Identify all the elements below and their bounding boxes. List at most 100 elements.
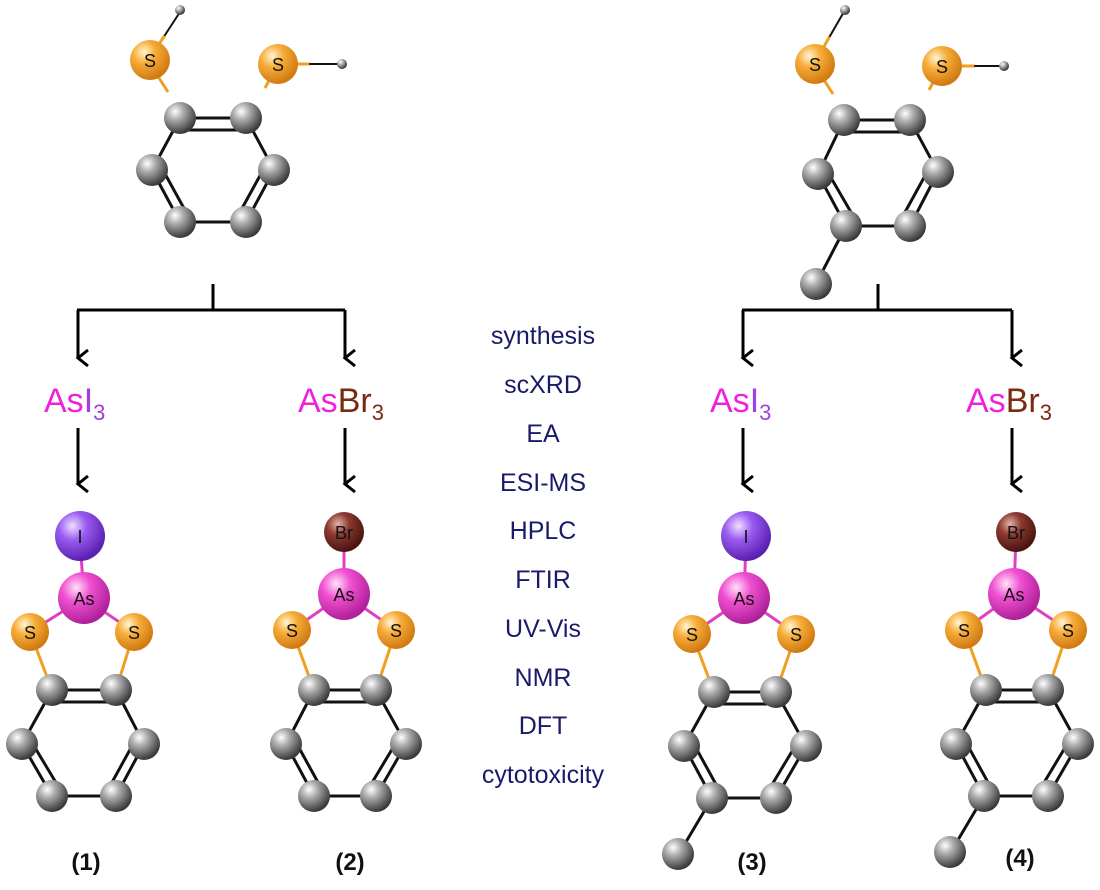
arsenic-atom <box>988 568 1040 620</box>
method-item: HPLC <box>510 517 577 545</box>
iodine-atom <box>721 511 771 561</box>
sulfur-atom-label: S <box>128 623 140 643</box>
ligand-toluenedithiol: S S <box>795 5 1009 300</box>
sulfur-atom-label: S <box>1062 621 1074 641</box>
carbon-atom <box>36 674 68 706</box>
sulfur-atom <box>115 613 153 651</box>
carbon-atom <box>258 154 290 186</box>
sulfur-atom <box>945 611 983 649</box>
sulfur-atom <box>377 611 415 649</box>
sulfur-atom <box>673 615 711 653</box>
carbon-atom <box>6 728 38 760</box>
sulfur-atom-label: S <box>686 625 698 645</box>
reagent-asbr3-2: AsBr3 <box>298 382 384 425</box>
compound-number-2: (2) <box>335 849 364 876</box>
sulfur-atom <box>1049 611 1087 649</box>
carbon-atom <box>760 676 792 708</box>
method-item: DFT <box>519 712 568 740</box>
carbon-atom <box>830 210 862 242</box>
iodine-atom-label: I <box>743 527 748 547</box>
carbon-atom <box>270 728 302 760</box>
compound-number-4: (4) <box>1005 845 1034 872</box>
carbon-atom <box>100 674 132 706</box>
reagent-asi3-3: AsI3 <box>710 382 771 425</box>
method-item: scXRD <box>504 371 582 399</box>
arsenic-atom-label: As <box>733 589 754 609</box>
reagent-asbr3-4: AsBr3 <box>966 382 1052 425</box>
ligand-benzenedithiol: S S <box>130 5 347 238</box>
methyl-carbon-atom <box>662 838 694 870</box>
carbon-atom <box>1062 728 1094 760</box>
product-1: I As S S <box>6 511 160 812</box>
product-2: Br As S S <box>270 512 422 812</box>
sulfur-atom-label: S <box>144 51 156 71</box>
bromine-atom-label: Br <box>1007 523 1025 543</box>
carbon-atom <box>828 104 860 136</box>
carbon-atom <box>390 728 422 760</box>
carbon-atom <box>970 674 1002 706</box>
carbon-atom <box>760 782 792 814</box>
methods-list: synthesis scXRD EA ESI-MS HPLC FTIR UV-V… <box>482 322 605 789</box>
arsenic-atom-label: As <box>73 589 94 609</box>
method-item: cytotoxicity <box>482 761 605 789</box>
bromine-atom <box>324 512 364 552</box>
arsenic-atom <box>318 568 370 620</box>
carbon-atom <box>164 102 196 134</box>
hydrogen-atom <box>175 5 185 15</box>
arsenic-atom <box>718 572 770 624</box>
carbon-atom <box>100 780 132 812</box>
hydrogen-atom <box>337 59 347 69</box>
carbon-atom <box>128 728 160 760</box>
method-item: EA <box>526 420 560 448</box>
hydrogen-atom <box>999 61 1009 71</box>
compound-number-1: (1) <box>71 849 100 876</box>
carbon-atom <box>360 674 392 706</box>
product-3: I As S S <box>662 511 822 870</box>
methyl-carbon-atom <box>800 268 832 300</box>
carbon-atom <box>698 676 730 708</box>
sulfur-atom-label: S <box>24 623 36 643</box>
sulfur-atom-label: S <box>790 625 802 645</box>
carbon-atom <box>894 104 926 136</box>
hydrogen-atom <box>840 5 850 15</box>
carbon-atom <box>940 728 972 760</box>
sulfur-atom <box>795 44 835 84</box>
sulfur-atom-label: S <box>936 57 948 77</box>
flow-arrows <box>75 284 1023 494</box>
carbon-atom <box>894 210 926 242</box>
sulfur-atom <box>258 44 298 84</box>
product-4: Br As S S <box>934 512 1094 868</box>
sulfur-atom <box>273 611 311 649</box>
method-item: ESI-MS <box>500 469 586 497</box>
method-item: NMR <box>515 664 572 692</box>
iodine-atom <box>55 511 105 561</box>
sulfur-atom-label: S <box>809 55 821 75</box>
carbon-atom <box>360 780 392 812</box>
arsenic-atom-label: As <box>1003 585 1024 605</box>
bromine-atom-label: Br <box>335 523 353 543</box>
sulfur-atom <box>11 613 49 651</box>
carbon-atom <box>230 102 262 134</box>
sulfur-atom <box>130 40 170 80</box>
carbon-atom <box>164 206 196 238</box>
carbon-atom <box>230 206 262 238</box>
sulfur-atom <box>922 46 962 86</box>
sulfur-atom-label: S <box>272 55 284 75</box>
carbon-atom <box>922 156 954 188</box>
carbon-atom <box>790 730 822 762</box>
method-item: UV-Vis <box>505 615 581 643</box>
bromine-atom <box>996 512 1036 552</box>
carbon-atom <box>298 674 330 706</box>
methyl-carbon-atom <box>934 836 966 868</box>
carbon-atom <box>1032 674 1064 706</box>
carbon-atom <box>696 782 728 814</box>
sulfur-atom-label: S <box>958 621 970 641</box>
sulfur-atom <box>777 615 815 653</box>
carbon-atom <box>36 780 68 812</box>
method-item: synthesis <box>491 322 595 350</box>
method-item: FTIR <box>515 566 571 594</box>
sulfur-atom-label: S <box>286 621 298 641</box>
carbon-atom <box>668 730 700 762</box>
carbon-atom <box>298 780 330 812</box>
